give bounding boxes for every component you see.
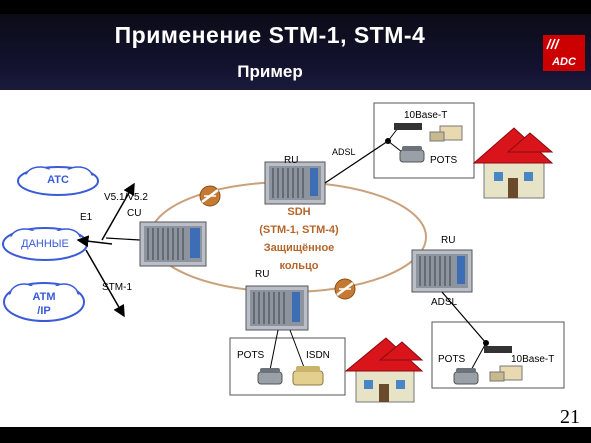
arrow-e1	[76, 235, 113, 248]
bottom-black-band	[0, 427, 591, 443]
atm-cloud-label-2: /IP	[37, 305, 51, 317]
fiber-icon-bottom	[334, 278, 356, 300]
top-black-band	[0, 0, 591, 14]
ru-rack-right	[411, 249, 473, 293]
ats-cloud	[17, 166, 99, 196]
ats-cloud-label: ATC	[47, 174, 69, 186]
ring-label-3: Защищённое	[263, 242, 335, 254]
phone-icon-bottom	[257, 368, 283, 385]
page-number: 21	[560, 406, 580, 428]
pots-right-label: POTS	[438, 354, 466, 365]
ring-label-1: SDH	[287, 206, 311, 218]
cu-rack	[139, 221, 207, 267]
data-cloud-label: ДАННЫЕ	[21, 238, 69, 250]
house-icon-top	[472, 127, 554, 199]
modem-icon-top	[394, 123, 422, 130]
pots-bottom-label: POTS	[237, 350, 265, 361]
ru-rack-bottom	[245, 285, 309, 331]
customer-box-bottom	[229, 337, 346, 396]
stm1-label: STM-1	[102, 282, 132, 293]
ring-label-2: (STM-1, STM-4)	[259, 224, 339, 236]
slide-subtitle: Пример	[237, 62, 303, 81]
ring-label-4: кольцо	[279, 260, 319, 272]
house-icon-bottom	[344, 337, 424, 403]
logo-text: ADC	[551, 56, 577, 68]
v51-label: V5.1/V5.2	[104, 192, 148, 203]
modem-icon-right	[484, 346, 512, 353]
phone-icon-top	[399, 146, 425, 163]
ru-rack-top	[264, 161, 326, 205]
cu-label: CU	[127, 208, 142, 219]
adc-logo: ADC	[543, 35, 585, 71]
isdn-bottom-label: ISDN	[306, 350, 330, 361]
e1-label: E1	[80, 212, 93, 223]
adsl-right-label: ADSL	[431, 297, 458, 308]
adsl-top-label: ADSL	[332, 147, 356, 157]
pots-top-label: POTS	[430, 155, 458, 166]
fiber-icon-top	[199, 185, 221, 207]
ru-top-label: RU	[284, 155, 299, 166]
ru-bottom-label: RU	[255, 269, 270, 280]
atm-cloud-label-1: ATM	[32, 291, 56, 303]
atm-ip-cloud	[3, 282, 85, 322]
phone-icon-right	[453, 368, 479, 385]
ru-right-label: RU	[441, 235, 456, 246]
title-bar	[0, 0, 591, 90]
arrow-stm1	[85, 249, 125, 318]
isdn-phone-icon	[292, 366, 324, 386]
data-cloud	[2, 227, 88, 261]
tenbase-right-label: 10Base-T	[511, 354, 555, 365]
tenbase-top-label: 10Base-T	[404, 110, 448, 121]
arrow-v51	[101, 182, 135, 241]
pc-icon-right	[489, 365, 523, 382]
pc-icon-top	[429, 125, 463, 142]
slide-title: Применение STM-1, STM-4	[114, 22, 426, 48]
